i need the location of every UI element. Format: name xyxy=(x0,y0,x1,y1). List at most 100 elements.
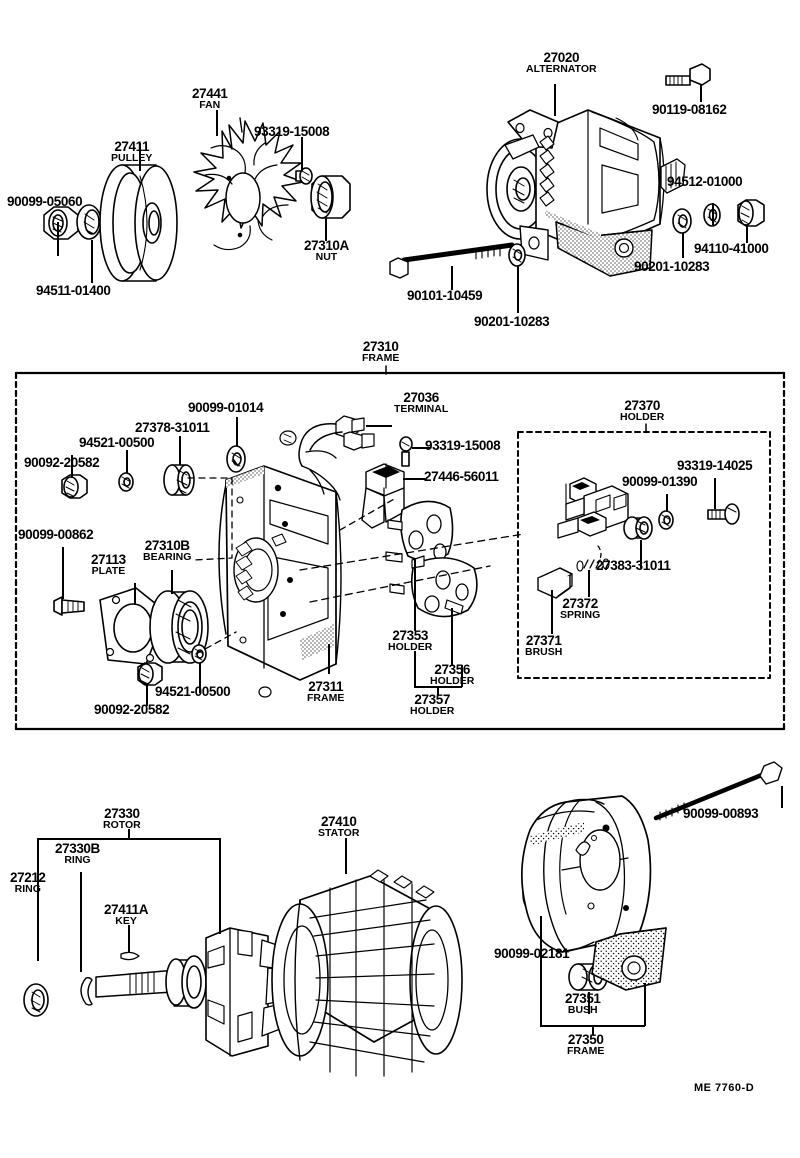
label-number: 94521-00500 xyxy=(155,684,231,699)
label-90099-05060: 90099-05060 xyxy=(7,195,83,208)
part-94110-41000-nut xyxy=(737,199,765,227)
label-90201-10283-right: 90201-10283 xyxy=(634,260,710,273)
bracket-27357-right xyxy=(461,665,463,687)
label-94521-00500-lower: 94521-00500 xyxy=(155,684,231,699)
leader-27441 xyxy=(216,110,218,136)
label-name: FAN xyxy=(199,98,221,111)
bracket-27212-drop xyxy=(37,838,39,961)
part-27372-spring xyxy=(576,558,610,572)
label-name: ALTERNATOR xyxy=(526,62,597,75)
label-number: 94511-01400 xyxy=(36,283,111,298)
leader-90099-02181 xyxy=(540,916,542,956)
label-number: 27330B xyxy=(55,841,100,856)
part-93319-14025-screw xyxy=(707,503,740,525)
label-number: 27350 xyxy=(567,1032,604,1047)
part-27212-ring xyxy=(23,983,49,1017)
label-27446-56011: 27446-56011 xyxy=(424,470,499,483)
bracket-27350-left xyxy=(540,956,542,1026)
label-name: NUT xyxy=(315,250,338,263)
part-27350-frame xyxy=(521,795,667,991)
label-name: BRUSH xyxy=(525,645,563,658)
leader-90099-05060 xyxy=(57,222,59,256)
leader-27357 xyxy=(437,686,439,695)
label-number: 27351 xyxy=(565,991,601,1006)
bracket-27330-top xyxy=(37,838,220,840)
label-27357-holder: 27357 HOLDER xyxy=(410,693,455,717)
label-name: BEARING xyxy=(143,550,192,563)
part-27310a-nut xyxy=(310,175,351,219)
part-27020-alternator xyxy=(486,109,686,277)
label-27330b-ring: 27330B RING xyxy=(55,841,100,866)
part-27036-terminal xyxy=(279,415,375,501)
leader-27330 xyxy=(128,829,130,838)
label-number: 27212 xyxy=(10,870,46,885)
label-number: 90119-08162 xyxy=(652,102,727,117)
label-name: RING xyxy=(14,882,41,895)
label-27310a-nut: 27310A NUT xyxy=(304,239,349,263)
part-90201-10283-washer-left xyxy=(508,243,526,267)
label-number: 27356 xyxy=(434,662,470,677)
part-90099-00862-bolt xyxy=(53,596,85,616)
label-93319-15008-top: 93319-15008 xyxy=(254,124,330,139)
label-27020-alternator: 27020 ALTERNATOR xyxy=(526,50,597,75)
leader-27411 xyxy=(139,143,141,171)
label-90099-00862: 90099-00862 xyxy=(18,527,94,542)
leader-27383-31011 xyxy=(640,540,642,568)
label-number: 27310 xyxy=(362,339,399,354)
part-27411-pulley xyxy=(99,164,178,282)
label-number: 94512-01000 xyxy=(667,174,743,189)
part-90099-05060-nut xyxy=(43,206,79,240)
label-90099-01014: 90099-01014 xyxy=(188,401,264,414)
label-number: 27020 xyxy=(543,50,580,65)
part-93319-15008-top-screw xyxy=(295,167,313,185)
leader-90099-01014 xyxy=(236,417,238,446)
label-number: 90101-10459 xyxy=(407,288,483,303)
label-number: 90099-00893 xyxy=(683,806,759,821)
leader-27351 xyxy=(588,992,590,1014)
label-27330-rotor: 27330 ROTOR xyxy=(103,807,141,831)
label-90092-20582-upper: 90092-20582 xyxy=(24,456,100,469)
label-27411a-key: 27411A KEY xyxy=(104,902,149,927)
label-name: HOLDER xyxy=(410,704,455,717)
leader-94512-01000 xyxy=(712,203,714,225)
label-name: FRAME xyxy=(567,1044,605,1057)
leader-27446-56011 xyxy=(403,478,425,480)
label-90092-20582-lower: 90092-20582 xyxy=(94,702,170,717)
label-name: HOLDER xyxy=(620,410,665,423)
leader-27372 xyxy=(588,570,590,597)
label-name: SPRING xyxy=(560,608,601,621)
part-27383-31011-bush xyxy=(623,516,653,540)
label-number: 27310B xyxy=(144,538,190,553)
label-27370-holder-group: 27370 HOLDER xyxy=(620,399,665,423)
label-27371-brush: 27371 BRUSH xyxy=(525,634,563,658)
label-27383-31011: 27383-31011 xyxy=(596,559,671,572)
part-27311-frame xyxy=(218,465,342,698)
label-number: 27378-31011 xyxy=(135,420,210,435)
label-number: 27411A xyxy=(104,902,149,917)
part-27310b-bearing xyxy=(149,590,209,664)
part-27441-fan xyxy=(193,117,304,251)
part-27410-stator xyxy=(271,869,463,1077)
part-90092-20582-bolt-upper xyxy=(61,474,88,499)
label-number: 90099-00862 xyxy=(18,527,94,542)
part-27370-holder-body xyxy=(557,477,629,539)
label-number: 93319-15008 xyxy=(254,124,330,139)
leader-93319-14025 xyxy=(714,478,716,509)
label-number: 94110-41000 xyxy=(694,241,769,256)
label-name: ROTOR xyxy=(103,818,141,831)
label-number: 27036 xyxy=(403,390,439,405)
label-number: 90092-20582 xyxy=(94,702,170,717)
leader-27311 xyxy=(328,644,330,674)
leader-90201-10283-l xyxy=(517,266,519,313)
label-name: PLATE xyxy=(91,564,126,577)
label-90099-02181: 90099-02181 xyxy=(494,947,570,960)
label-name: TERMINAL xyxy=(394,402,449,415)
label-27351-bush: 27351 BUSH xyxy=(565,991,601,1016)
part-94521-00500-washer-upper xyxy=(118,472,134,492)
label-number: 90201-10283 xyxy=(474,314,550,329)
part-90099-01014-washer xyxy=(226,445,246,473)
label-90099-00893: 90099-00893 xyxy=(683,806,759,821)
leader-90099-00893 xyxy=(781,786,783,808)
